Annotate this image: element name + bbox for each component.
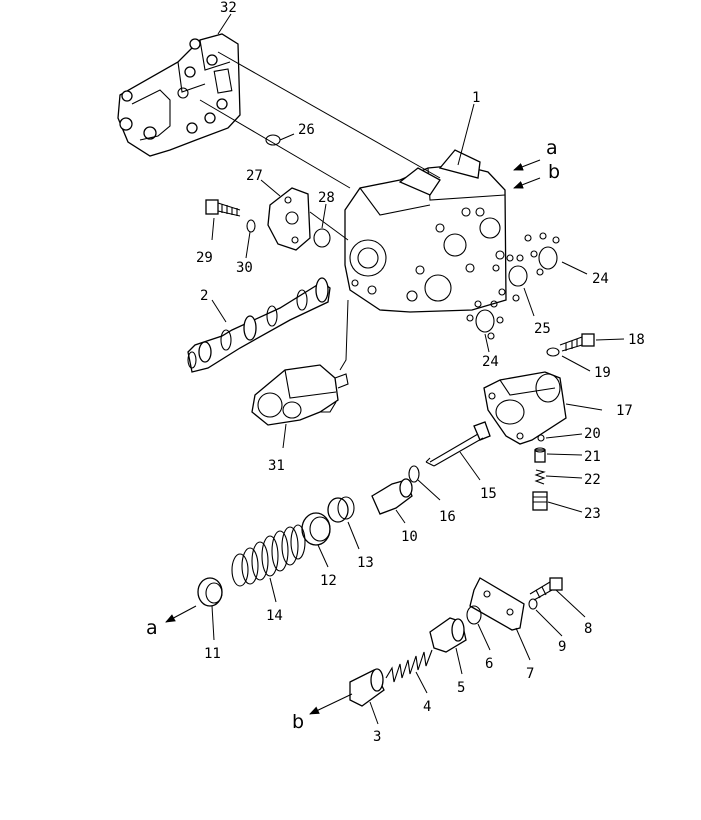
part-10-piston [371,478,413,515]
callout-32: 32 [220,0,237,16]
callout-22: 22 [584,472,601,488]
callout-5: 5 [457,680,465,696]
part-15-long-bolt [425,421,491,467]
part-9-washer [528,598,538,610]
callout-14: 14 [266,608,283,624]
assembly-guide-lines [199,51,441,371]
part-23-plug [532,491,548,511]
part-6-o-ring [466,605,482,625]
callout-28: 28 [318,190,335,206]
flow-marker-labels: a b a b [146,137,560,733]
part-16-ring [408,465,420,483]
part-20-ball [537,434,545,442]
part-1-valve-body [344,149,507,313]
callout-7: 7 [526,666,534,682]
callout-23: 23 [584,506,601,522]
callout-4: 4 [423,699,431,715]
callout-3: 3 [373,729,381,745]
flow-arrows [165,159,541,715]
callout-27: 27 [246,168,263,184]
callout-16: 16 [439,509,456,525]
marker-b-top: b [548,161,560,183]
part-28-o-ring [313,228,331,248]
part-13-sleeve [327,496,355,523]
callout-8: 8 [584,621,592,637]
part-14-spring [231,524,306,587]
callout-labels: 32 1 26 27 28 29 30 2 24 25 24 18 19 17 … [196,0,645,745]
part-30-washer [246,219,256,233]
part-12-retainer [301,512,331,546]
callout-19: 19 [594,365,611,381]
callout-12: 12 [320,573,337,589]
part-8-bolt [529,577,563,601]
part-31-solenoid [251,364,349,426]
part-24-o-rings-lower [466,300,504,340]
callout-10: 10 [401,529,418,545]
callout-21: 21 [584,449,601,465]
part-18-bolt [559,333,595,352]
part-32-cover-housing [117,33,241,157]
callout-15: 15 [480,486,497,502]
part-11-seat [197,577,223,607]
callout-25: 25 [534,321,551,337]
part-17-cylinder-cover [483,371,567,445]
marker-a-bottom: a [146,617,158,639]
callout-24-lower: 24 [482,354,499,370]
callout-9: 9 [558,639,566,655]
callout-29: 29 [196,250,213,266]
leader-lines [211,13,625,725]
callout-6: 6 [485,656,493,672]
callout-31: 31 [268,458,285,474]
part-5-piston [429,617,467,653]
part-21-seat [534,447,546,463]
callout-11: 11 [204,646,221,662]
part-19-washer [546,347,560,357]
marker-b-bottom: b [292,711,304,733]
part-29-bolt [205,199,241,217]
callout-13: 13 [357,555,374,571]
part-25-o-rings [492,254,528,302]
callout-18: 18 [628,332,645,348]
part-7-block [469,577,525,631]
part-2-spool [187,277,331,373]
callout-2: 2 [200,288,208,304]
part-27-flange [267,187,311,251]
callout-26: 26 [298,122,315,138]
callout-24-upper: 24 [592,271,609,287]
callout-30: 30 [236,260,253,276]
part-24-o-rings-upper [524,232,560,276]
part-22-spring [534,469,546,485]
part-3-cap [349,668,385,707]
part-4-spring [385,649,433,683]
marker-a-top: a [546,137,558,159]
callout-17: 17 [616,403,633,419]
callout-1: 1 [472,90,480,106]
callout-20: 20 [584,426,601,442]
